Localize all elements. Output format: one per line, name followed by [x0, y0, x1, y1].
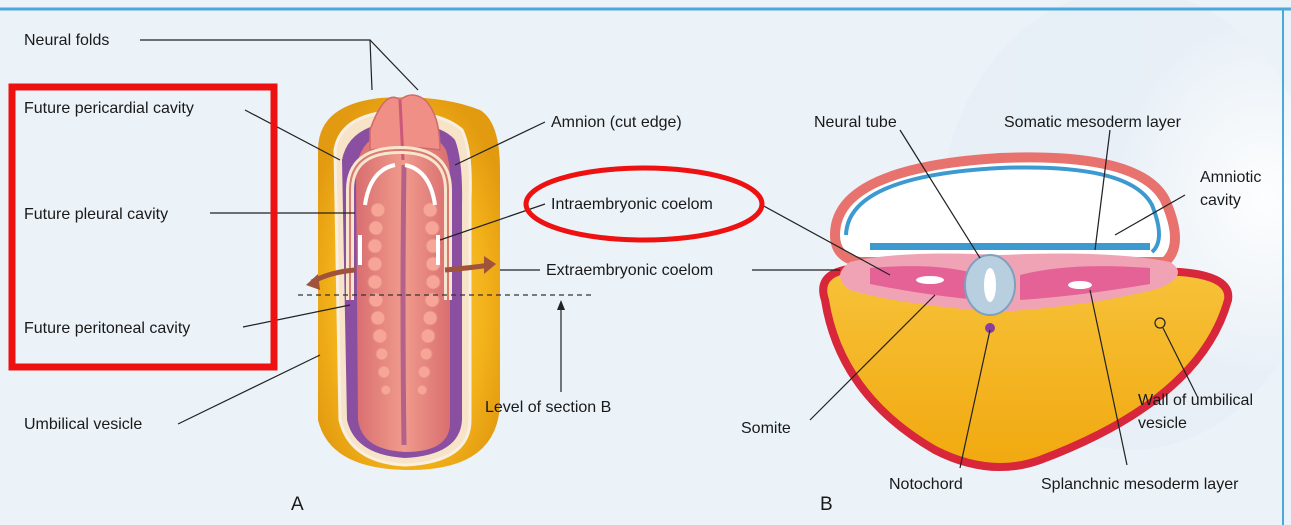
- label-future-pericardial: Future pericardial cavity: [24, 100, 194, 117]
- neural-canal: [984, 268, 996, 302]
- label-neural-folds: Neural folds: [24, 32, 109, 49]
- label-notochord: Notochord: [889, 476, 963, 493]
- label-wall-1: Wall of umbilical: [1138, 392, 1253, 409]
- label-neural-tube: Neural tube: [814, 114, 897, 131]
- label-amniotic-1: Amniotic: [1200, 169, 1261, 186]
- label-amniotic-2: cavity: [1200, 192, 1241, 209]
- label-extraembryonic: Extraembryonic coelom: [546, 262, 713, 279]
- label-somite: Somite: [741, 420, 791, 437]
- label-umbilical-vesicle: Umbilical vesicle: [24, 416, 142, 433]
- coelom-slit-left: [916, 276, 944, 284]
- panel-letter-b: B: [820, 494, 833, 515]
- ectoderm-band: [870, 243, 1150, 250]
- label-level-section: Level of section B: [485, 399, 611, 416]
- label-future-pleural: Future pleural cavity: [24, 206, 168, 223]
- label-wall-2: vesicle: [1138, 415, 1187, 432]
- label-splanchnic: Splanchnic mesoderm layer: [1041, 476, 1239, 493]
- label-future-peritoneal: Future peritoneal cavity: [24, 320, 190, 337]
- label-intraembryonic: Intraembryonic coelom: [551, 196, 713, 213]
- label-amnion: Amnion (cut edge): [551, 114, 682, 131]
- panel-letter-a: A: [291, 494, 304, 515]
- coelom-slit-right: [1068, 281, 1092, 289]
- neural-groove-lower: [403, 165, 404, 445]
- label-somatic: Somatic mesoderm layer: [1004, 114, 1182, 131]
